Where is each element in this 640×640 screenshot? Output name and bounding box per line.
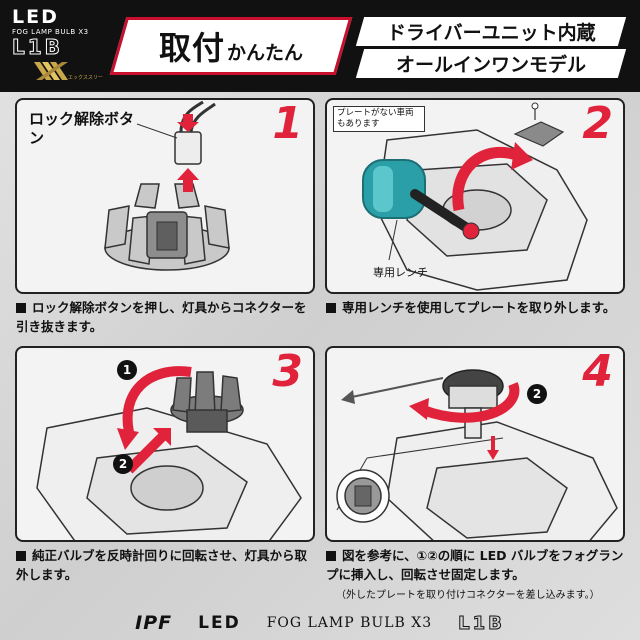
brand-product-line: FOG LAMP BULB X3 [12, 28, 89, 36]
step-2-note: プレートがない車両もあります [333, 106, 425, 132]
step-4-caption-text: 図を参考に、①②の順に LED バルブをフォグランプに挿入し、回転させ固定します… [326, 548, 624, 582]
bullet-square-icon [326, 303, 336, 313]
step-1-caption-text: ロック解除ボタンを押し、灯具からコネクターを引き抜きます。 [16, 300, 307, 334]
footer-model: L1B [458, 612, 505, 634]
step-3-illustration [36, 366, 302, 540]
step-1-callout: ロック解除ボタン [29, 110, 135, 147]
step-3-panel: 3 1 2 [15, 346, 315, 542]
arrow-icon [346, 377, 444, 399]
header: LED FOG LAMP BULB X3 L1B エックススリー 取付 かんたん… [0, 0, 640, 92]
step-3-caption: 純正バルブを反時計回りに回転させ、灯具から取外します。 [16, 546, 316, 584]
footer-led: LED [198, 613, 241, 633]
step-2-caption-text: 専用レンチを使用してプレートを取り外します。 [342, 300, 616, 315]
step-2-caption: 専用レンチを使用してプレートを取り外します。 [326, 298, 626, 317]
title-main: 取付 かんたん [109, 17, 353, 75]
step-2-tool-label: 専用レンチ [373, 266, 428, 279]
title-suffix: かんたん [227, 42, 304, 64]
footer-product: FOG LAMP BULB X3 [266, 615, 433, 631]
step-1-caption: ロック解除ボタンを押し、灯具からコネクターを引き抜きます。 [16, 298, 316, 336]
subtitle-line-2: オールインワンモデル [355, 49, 627, 78]
step-1-illustration [104, 100, 230, 271]
brand-x3-caption: エックススリー [68, 75, 103, 81]
brand-model: L1B [12, 35, 63, 59]
step-2-panel: 2 プレートがない車両もあります 専用レンチ [325, 98, 625, 294]
subtitle-line-2-text: オールインワンモデル [395, 54, 586, 76]
brand-logo: LED FOG LAMP BULB X3 L1B エックススリー [12, 8, 104, 88]
step-4-note: （外したプレートを取り付けコネクターを差し込みます。） [336, 590, 600, 601]
step-3-number: 3 [272, 346, 303, 397]
footer: IPF LED FOG LAMP BULB X3 L1B [0, 606, 640, 640]
arrow-icon [452, 146, 521, 212]
step-1-panel: 1 ロック解除ボタン [15, 98, 315, 294]
bulb-icon [170, 371, 244, 433]
arrow-icon [177, 114, 199, 192]
arrow-icon [421, 382, 520, 423]
title-main-text: 取付 [158, 29, 225, 67]
x3-logo-icon [34, 62, 68, 80]
arrow-icon [122, 366, 192, 434]
step-2-number: 2 [582, 98, 613, 149]
subtitle-line-1-text: ドライバーユニット内蔵 [386, 22, 596, 44]
step-1-number: 1 [272, 98, 303, 149]
step-3-caption-text: 純正バルブを反時計回りに回転させ、灯具から取外します。 [16, 548, 308, 582]
brand-led: LED [12, 6, 59, 28]
step-4-caption: 図を参考に、①②の順に LED バルブをフォグランプに挿入し、回転させ固定します… [326, 546, 626, 584]
step-4-panel: 4 2 [325, 346, 625, 542]
step-3-marker-1: 1 [117, 360, 137, 380]
step-4-marker-2: 2 [527, 384, 547, 404]
bullet-square-icon [16, 551, 26, 561]
bullet-square-icon [326, 551, 336, 561]
bullet-square-icon [16, 303, 26, 313]
step-3-marker-2: 2 [113, 454, 133, 474]
subtitle-line-1: ドライバーユニット内蔵 [355, 17, 627, 46]
step-2-illustration [362, 102, 588, 291]
screw-icon [531, 102, 539, 110]
step-4-illustration [336, 369, 618, 540]
wrench-icon [362, 159, 480, 240]
footer-brand: IPF [135, 612, 173, 634]
step-4-number: 4 [582, 346, 613, 397]
arrow-icon [125, 432, 167, 474]
